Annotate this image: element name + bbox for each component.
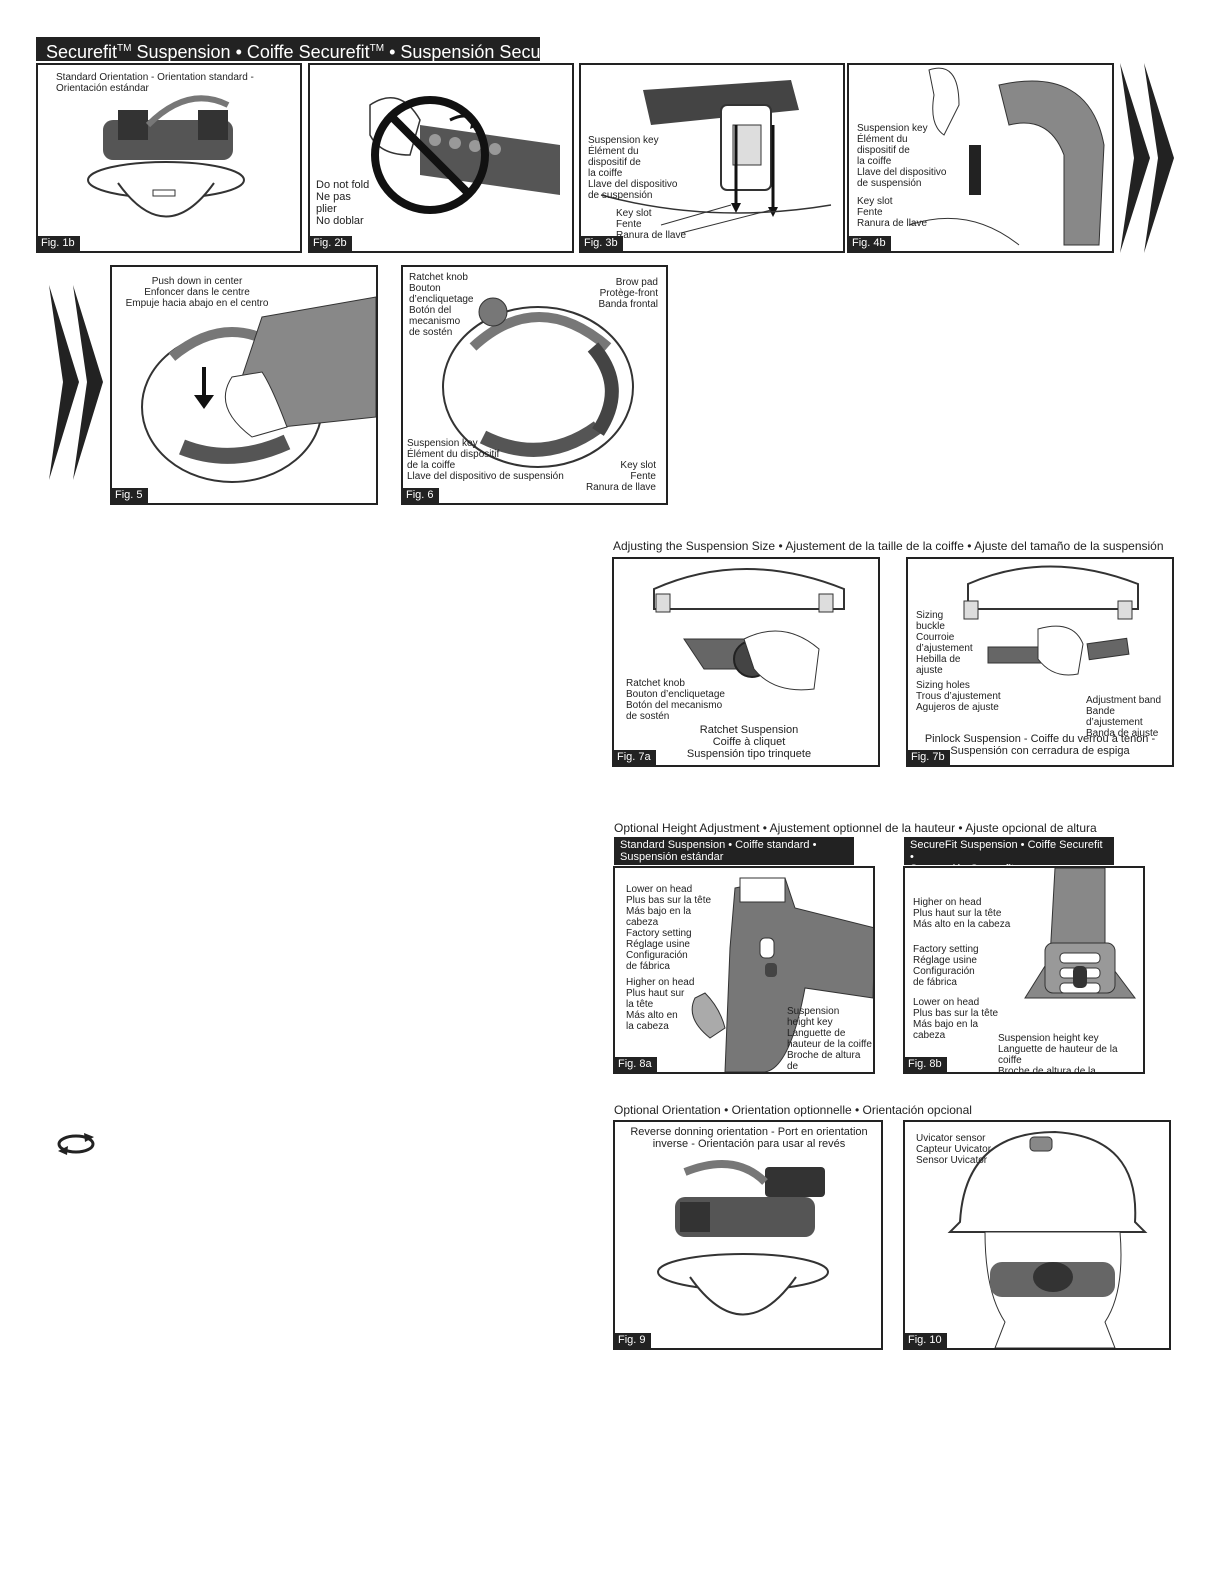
figure-label: Fig. 8b [905,1057,947,1072]
figure-label: Fig. 7a [614,750,656,765]
figure-label: Fig. 3b [581,236,623,251]
title-text: • Suspensión Securefit [384,42,571,62]
trademark-mark: TM [369,43,385,54]
figure-label: Fig. 5 [112,488,148,503]
continue-chevron-icon [49,285,103,480]
rotate-arrows-icon [57,1133,95,1155]
figure-7b: Sizing buckle Courroie d’ajustement Hebi… [906,557,1174,767]
section-title-bar: SecurefitTM Suspension • Coiffe Securefi… [36,37,585,62]
title-text: Securefit [46,42,118,62]
warning-note: Do not fold Ne pas plier No doblar [316,179,370,227]
section-heading: Optional Height Adjustment • Ajustement … [614,821,1097,835]
suspension-key-label: Suspension key Élément du dispositif de … [407,438,564,482]
figure-label: Fig. 2b [310,236,352,251]
figure-10: Uvicator sensor Capteur Uvicator Sensor … [903,1120,1171,1350]
lower-on-head-label: Lower on head Plus bas sur la tête Más b… [913,997,999,1041]
push-down-illustration [141,296,376,483]
section-heading: Optional Orientation • Orientation optio… [614,1103,972,1117]
suspension-key-insertion-illustration [908,67,1105,246]
suspension-key-label: Suspension key Élément du dispositif de … [588,135,678,201]
helmet-suspension-illustration [87,95,245,218]
securefit-suspension-header: SecureFit Suspension • Coiffe Securefit … [904,837,1114,875]
figure-7a: Ratchet knob Bouton d’encliquetage Botón… [612,557,880,767]
figure-5: Push down in center Enfoncer dans le cen… [110,265,378,505]
brow-pad-label: Brow pad Protège-front Banda frontal [598,277,659,310]
sizing-buckle-label: Sizing buckle Courroie d’ajustement Hebi… [916,610,973,676]
adjustment-band-label: Adjustment band Bande d’ajustement Banda… [1086,695,1162,739]
lower-on-head-label: Lower on head Plus bas sur la tête Más b… [626,884,712,972]
suspension-key-slot-illustration [600,80,832,234]
key-slot-label: Key slot Fente Ranura de llave [616,208,687,241]
figure-3b: Suspension key Élément du dispositif de … [579,63,845,253]
higher-on-head-label: Higher on head Plus haut sur la tête Más… [626,977,695,1032]
height-key-label: Suspension height key Languette de haute… [998,1033,1118,1074]
height-key-label: Suspension height key Languette de haute… [787,1006,872,1072]
factory-setting-label: Factory setting Réglage usine Configurac… [913,944,979,988]
figure-label: Fig. 7b [908,750,950,765]
higher-on-head-label: Higher on head Plus haut sur la tête Más… [913,897,1011,930]
figure-4b: Suspension key Élément du dispositif de … [847,63,1114,253]
figure-6: Ratchet knob Bouton d’encliquetage Botón… [401,265,668,505]
figure-1b: Standard Orientation - Orientation stand… [36,63,302,253]
reverse-donning-illustration [657,1160,829,1316]
uvicator-sensor-illustration [947,1130,1148,1348]
continue-chevron-icon [1120,63,1174,253]
figure-caption: Push down in center Enfoncer dans le cen… [125,276,269,309]
ratchet-knob-label: Ratchet knob Bouton d’encliquetage Botón… [409,272,474,338]
figure-caption: Reverse donning orientation - Port en or… [630,1126,868,1150]
figure-label: Fig. 8a [615,1057,657,1072]
section-heading: Adjusting the Suspension Size • Ajusteme… [613,539,1164,553]
key-slot-label: Key slot Fente Ranura de llave [857,196,928,229]
suspension-key-label: Suspension key Élément du dispositif de … [857,123,947,189]
title-text: Suspension • Coiffe Securefit [131,42,370,62]
do-not-fold-illustration [369,96,560,214]
figure-8a: Lower on head Plus bas sur la tête Más b… [613,866,875,1074]
figure-label: Fig. 10 [905,1333,947,1348]
ratchet-adjust-illustration [653,568,845,691]
trademark-mark: TM [117,43,132,54]
pinlock-adjust-illustration [963,565,1139,676]
key-slot-label: Key slot Fente Ranura de llave [585,460,656,493]
figure-label: Fig. 9 [615,1333,651,1348]
trademark-mark: TM [570,43,585,54]
figure-label: Fig. 6 [403,488,439,503]
securefit-height-key-illustration [1024,868,1136,999]
suspension-installed-illustration [442,297,634,468]
sizing-holes-label: Sizing holes Trous d’ajustement Agujeros… [916,680,1001,713]
figure-8b: Higher on head Plus haut sur la tête Más… [903,866,1145,1074]
figure-label: Fig. 4b [849,236,891,251]
ratchet-knob-label: Ratchet knob Bouton d’encliquetage Botón… [626,678,725,722]
figure-caption: Ratchet Suspension Coiffe à cliquet Susp… [686,724,812,760]
figure-9: Reverse donning orientation - Port en or… [613,1120,883,1350]
figure-2b: Do not fold Ne pas plier No doblar Fig. … [308,63,574,253]
standard-suspension-header: Standard Suspension • Coiffe standard • … [614,837,854,865]
standard-height-key-illustration [691,877,873,1072]
figure-caption: Pinlock Suspension - Coiffe du verrou à … [924,733,1156,757]
figure-label: Fig. 1b [38,236,80,251]
uvicator-sensor-label: Uvicator sensor Capteur Uvicator Sensor … [916,1133,992,1166]
figure-caption: Standard Orientation - Orientation stand… [56,72,254,94]
